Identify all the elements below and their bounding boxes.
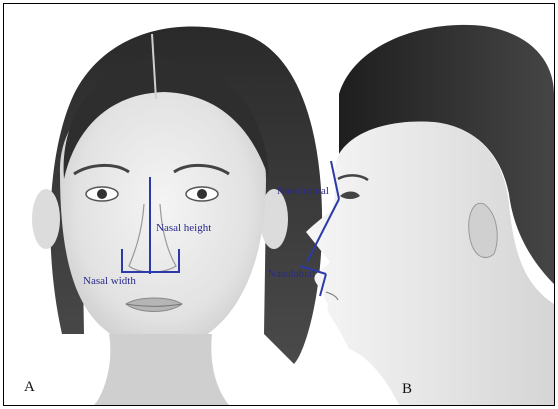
left-ear [32,189,60,249]
figure-frame: Nasal height Nasal width Nasofrontal Nas… [3,3,555,406]
nasolabial-label: Nasolabial [268,269,315,280]
panel-b-label: B [402,382,412,397]
left-iris [97,189,107,199]
right-iris [197,189,207,199]
illustration [4,4,554,405]
neck-frontal [94,334,229,405]
profile-face [306,25,554,405]
nasal-height-label: Nasal height [156,223,211,234]
panel-a-label: A [24,380,35,395]
nasofrontal-label: Nasofrontal [277,186,329,197]
frontal-face [32,27,322,406]
nasal-width-label: Nasal width [83,276,136,287]
